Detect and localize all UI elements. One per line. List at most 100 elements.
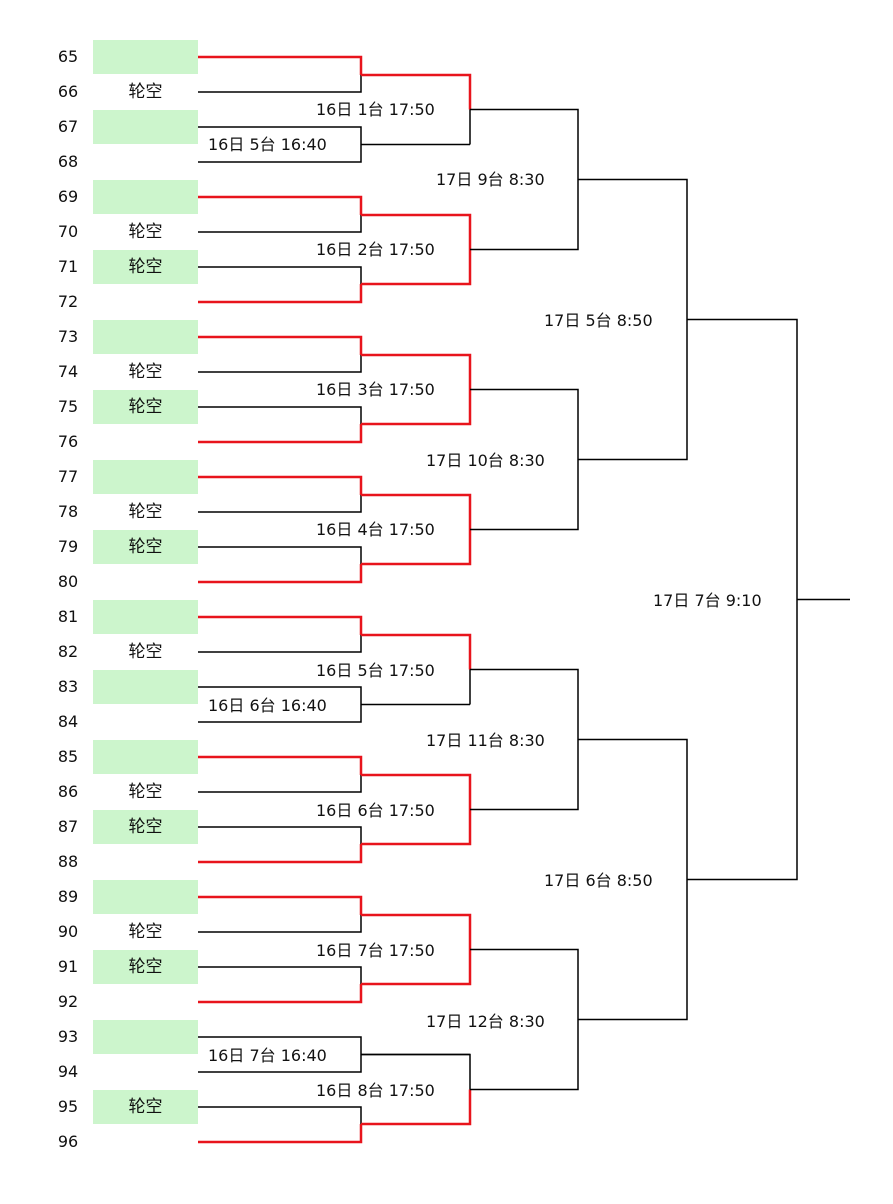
- seed-77: 77: [57, 467, 79, 486]
- match-label-b5: 16日 5台 17:50: [316, 661, 435, 680]
- entry-box: [93, 1090, 198, 1124]
- match-label-c2: 17日 10台 8:30: [426, 451, 545, 470]
- seed-96: 96: [57, 1132, 79, 1151]
- round-b-join-win-line: [361, 493, 472, 530]
- round-b-win-line: [198, 755, 363, 775]
- seed-71: 71: [57, 257, 79, 276]
- bye-label: 轮空: [128, 922, 163, 942]
- bye-label: 轮空: [128, 257, 163, 277]
- match-label-b7: 16日 7台 17:50: [316, 941, 435, 960]
- bye-label: 轮空: [128, 782, 163, 802]
- bye-label: 轮空: [128, 537, 163, 557]
- bye-label: 轮空: [128, 502, 163, 522]
- entry-box: [93, 180, 198, 214]
- entry-box: [93, 40, 198, 74]
- match-label-a2: 16日 6台 16:40: [208, 696, 327, 715]
- match-label-a3: 16日 7台 16:40: [208, 1046, 327, 1065]
- entry-box: [93, 110, 198, 144]
- seed-82: 82: [57, 642, 79, 661]
- seed-70: 70: [57, 222, 79, 241]
- seed-90: 90: [57, 922, 79, 941]
- bye-label: 轮空: [128, 1097, 163, 1117]
- round-b-line: [198, 495, 362, 513]
- match-label-c4: 17日 12台 8:30: [426, 1012, 545, 1031]
- entry-box: [93, 1020, 198, 1054]
- entry-box: [93, 740, 198, 774]
- round-b-line: [198, 915, 362, 933]
- round-b-join-win-line: [361, 529, 472, 566]
- seed-81: 81: [57, 607, 79, 626]
- round-b-join-win-line: [361, 389, 472, 426]
- seed-66: 66: [57, 82, 79, 101]
- round-b-line: [198, 546, 362, 564]
- seed-87: 87: [57, 817, 79, 836]
- round-b-win-line: [198, 844, 363, 864]
- seed-67: 67: [57, 117, 79, 136]
- bye-label: 轮空: [128, 957, 163, 977]
- round-b-join-win-line: [361, 949, 472, 986]
- match-label-b1: 16日 1台 17:50: [316, 100, 435, 119]
- round-b-line: [198, 266, 362, 284]
- round-b-join-line: [361, 1053, 471, 1090]
- bye-label: 轮空: [128, 222, 163, 242]
- entry-box: [93, 880, 198, 914]
- seed-92: 92: [57, 992, 79, 1011]
- match-label-a1: 16日 5台 16:40: [208, 135, 327, 154]
- seed-83: 83: [57, 677, 79, 696]
- match-label-b3: 16日 3台 17:50: [316, 380, 435, 399]
- round-b-join-win-line: [361, 249, 472, 286]
- round-b-win-line: [198, 984, 363, 1004]
- seed-94: 94: [57, 1062, 79, 1081]
- seed-76: 76: [57, 432, 79, 451]
- round-b-join-win-line: [361, 809, 472, 846]
- round-b-join-win-line: [361, 73, 472, 110]
- seed-89: 89: [57, 887, 79, 906]
- match-label-b4: 16日 4台 17:50: [316, 520, 435, 539]
- round-b-join-win-line: [361, 773, 472, 810]
- match-label-b8: 16日 8台 17:50: [316, 1081, 435, 1100]
- entry-box: [93, 460, 198, 494]
- seed-91: 91: [57, 957, 79, 976]
- seed-68: 68: [57, 152, 79, 171]
- seed-86: 86: [57, 782, 79, 801]
- match-label-b6: 16日 6台 17:50: [316, 801, 435, 820]
- seed-75: 75: [57, 397, 79, 416]
- round-b-join-win-line: [361, 913, 472, 950]
- round-b-win-line: [198, 195, 363, 215]
- round-b-join-win-line: [361, 213, 472, 250]
- round-b-join-win-line: [361, 633, 472, 670]
- match-label-final: 17日 7台 9:10: [653, 591, 762, 610]
- round-b-line: [198, 75, 362, 93]
- seed-65: 65: [57, 47, 79, 66]
- entry-box: [93, 600, 198, 634]
- seed-85: 85: [57, 747, 79, 766]
- seed-88: 88: [57, 852, 79, 871]
- entry-box: [93, 250, 198, 284]
- seed-69: 69: [57, 187, 79, 206]
- bye-label: 轮空: [128, 817, 163, 837]
- seed-93: 93: [57, 1027, 79, 1046]
- entry-box: [93, 950, 198, 984]
- bye-label: 轮空: [128, 82, 163, 102]
- bye-label: 轮空: [128, 397, 163, 417]
- round-b-win-line: [198, 284, 363, 304]
- round-b-line: [198, 775, 362, 793]
- match-label-d1: 17日 5台 8:50: [544, 311, 653, 330]
- round-b-line: [198, 966, 362, 984]
- round-b-line: [198, 1106, 362, 1124]
- bye-label: 轮空: [128, 642, 163, 662]
- match-label-b2: 16日 2台 17:50: [316, 240, 435, 259]
- seed-73: 73: [57, 327, 79, 346]
- round-b-join-win-line: [361, 353, 472, 390]
- entry-box: [93, 530, 198, 564]
- seed-72: 72: [57, 292, 79, 311]
- match-label-c1: 17日 9台 8:30: [436, 170, 545, 189]
- seed-78: 78: [57, 502, 79, 521]
- round-b-win-line: [198, 615, 363, 635]
- bye-label: 轮空: [128, 362, 163, 382]
- round-b-win-line: [198, 1124, 363, 1144]
- round-b-line: [198, 826, 362, 844]
- round-b-line: [198, 406, 362, 424]
